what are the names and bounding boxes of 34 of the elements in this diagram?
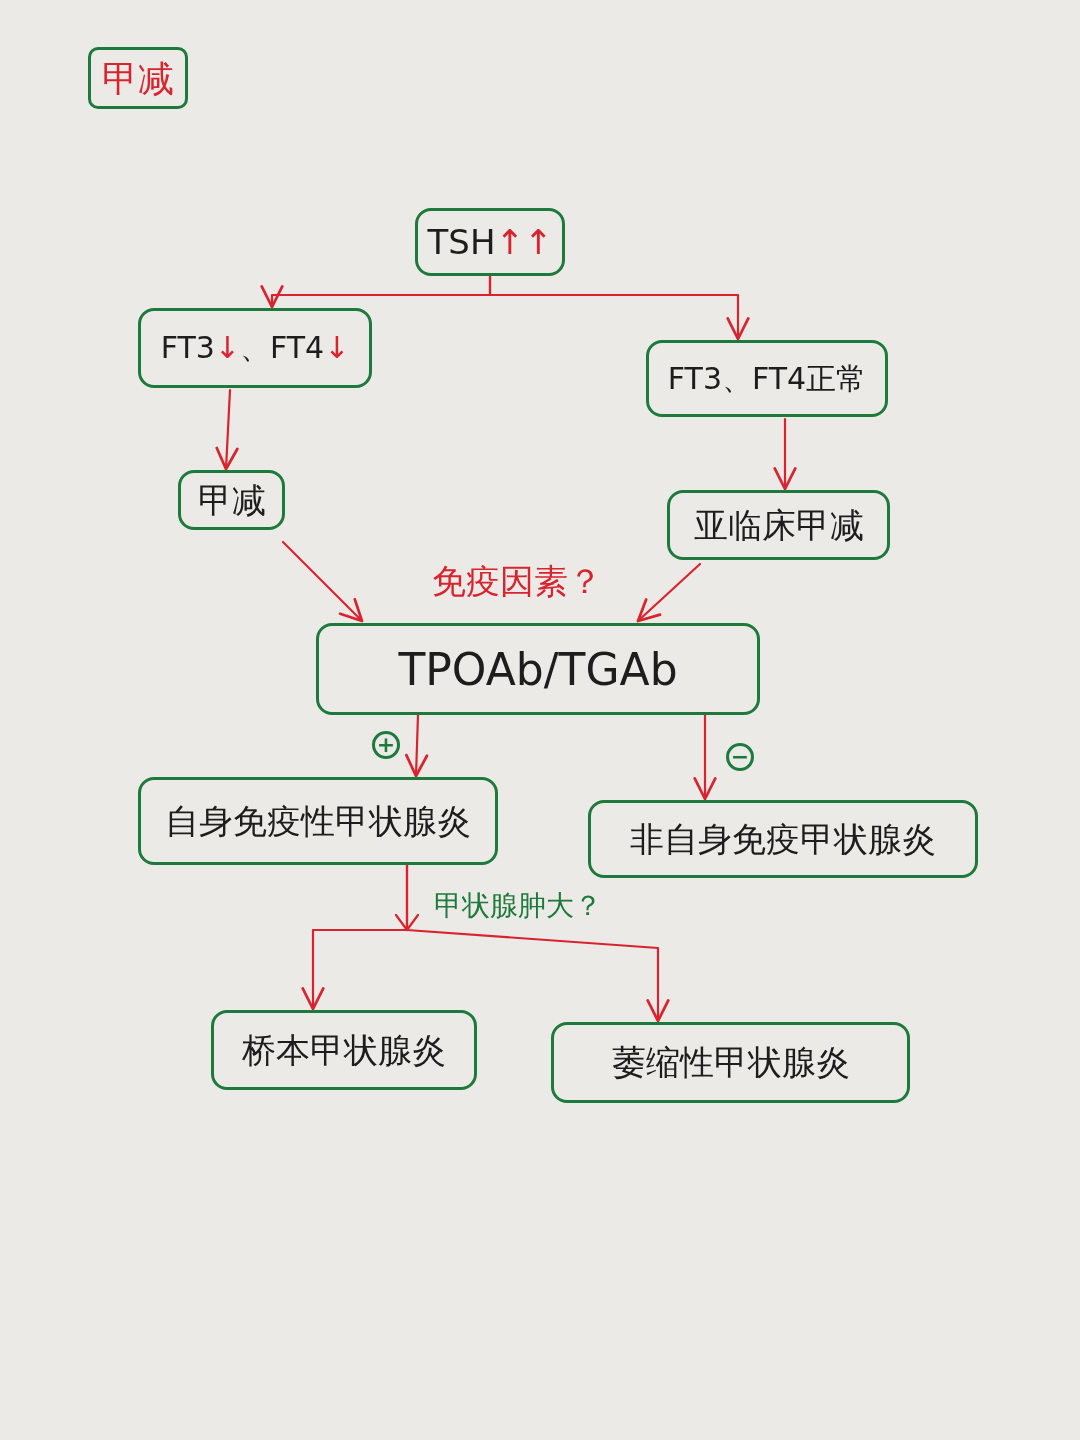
process-box bbox=[667, 490, 890, 560]
node-text: 桥本甲状腺炎 bbox=[242, 1028, 446, 1072]
node-text: 亚临床甲减 bbox=[693, 503, 864, 547]
node-annotation: 免疫因素？ bbox=[432, 560, 602, 603]
node-text: 自身免疫性甲状腺炎 bbox=[165, 799, 471, 843]
arrow bbox=[636, 562, 702, 623]
node-text: 甲减 bbox=[197, 478, 266, 522]
process-box bbox=[646, 340, 888, 417]
node-text: TSH↑↑ bbox=[427, 220, 553, 264]
edge-label: + bbox=[372, 731, 400, 759]
process-box bbox=[138, 308, 372, 388]
process-box bbox=[138, 777, 498, 865]
process-box bbox=[178, 470, 285, 530]
node-text: 萎缩性甲状腺炎 bbox=[611, 1041, 850, 1084]
process-box bbox=[551, 1022, 910, 1103]
arrow bbox=[405, 863, 670, 1023]
edge-label: − bbox=[726, 743, 754, 771]
node-text: TPOAb/TGAb bbox=[398, 642, 678, 697]
arrow bbox=[488, 274, 750, 341]
process-box bbox=[211, 1010, 477, 1090]
process-box bbox=[316, 623, 760, 715]
process-box bbox=[415, 208, 565, 276]
process-box bbox=[88, 47, 188, 109]
node-text: FT3↓、FT4↓ bbox=[160, 329, 350, 367]
arrow bbox=[773, 417, 797, 491]
process-box bbox=[588, 800, 978, 878]
node-text: 甲减 bbox=[102, 56, 174, 101]
node-text: FT3、FT4正常 bbox=[667, 359, 867, 398]
arrow bbox=[281, 540, 364, 623]
arrow bbox=[405, 713, 429, 778]
edge-label: 甲状腺肿大？ bbox=[434, 888, 602, 923]
arrow bbox=[693, 713, 717, 801]
arrow bbox=[215, 388, 239, 471]
node-text: 非自身免疫甲状腺炎 bbox=[630, 817, 936, 861]
